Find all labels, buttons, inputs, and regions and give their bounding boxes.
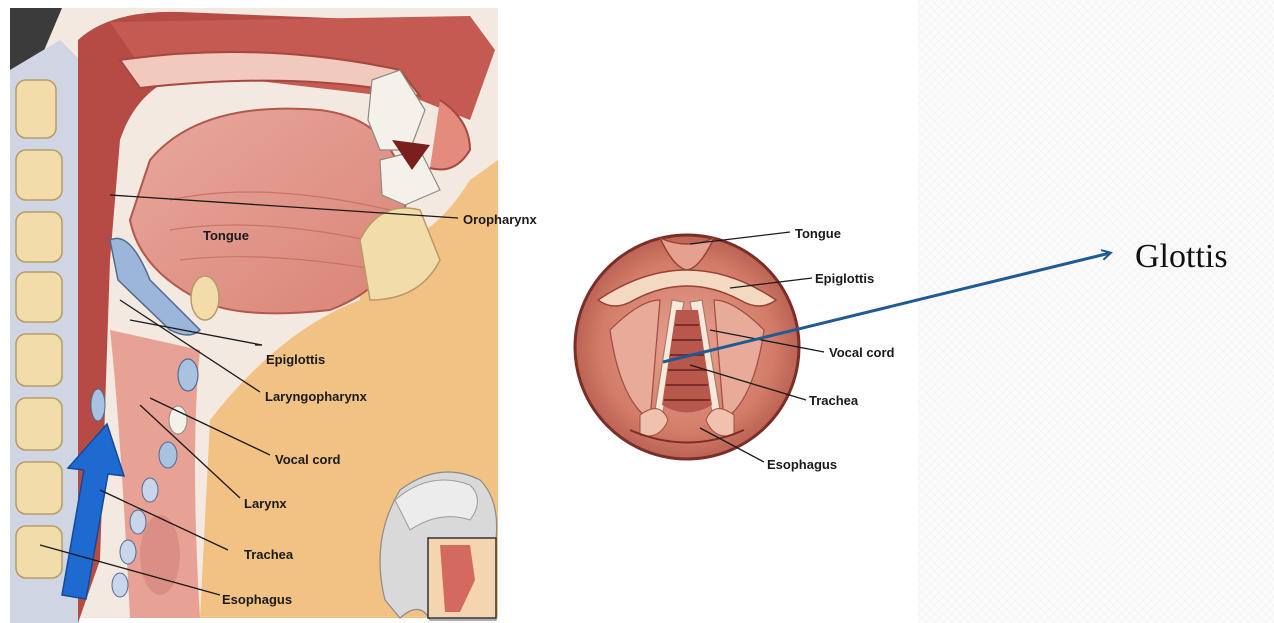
label-epiglottis: Epiglottis [266,352,325,367]
label-oropharynx: Oropharynx [463,212,537,227]
label-vocal-cord: Vocal cord [275,452,341,467]
label-larynx: Larynx [244,496,287,511]
label-top-trachea: Trachea [809,393,859,408]
glottis-top-view-illustration [575,235,799,459]
glottis-callout-label: Glottis [1135,238,1228,275]
label-esophagus: Esophagus [222,592,292,607]
label-top-tongue: Tongue [795,226,841,241]
label-top-esophagus: Esophagus [767,457,837,472]
label-trachea: Trachea [244,547,294,562]
label-laryngopharynx: Laryngopharynx [265,389,368,404]
label-top-epiglottis: Epiglottis [815,271,874,286]
head-inset-thumbnail [380,472,497,620]
label-top-vocal-cord: Vocal cord [829,345,895,360]
label-tongue: Tongue [203,228,249,243]
